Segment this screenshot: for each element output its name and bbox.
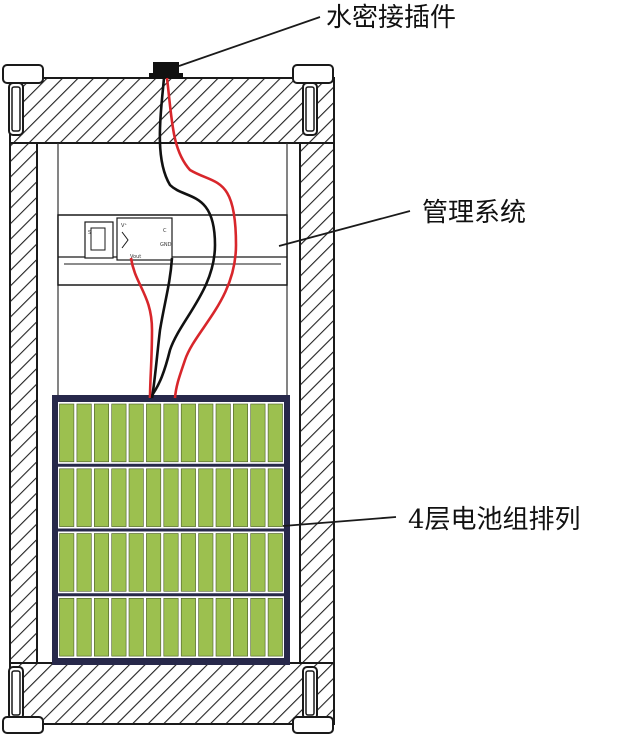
battery-cell	[76, 403, 92, 463]
leader-lines	[178, 16, 411, 527]
bolt-top-left	[2, 64, 44, 136]
battery-cell	[198, 403, 214, 463]
battery-cell	[146, 468, 162, 527]
wire-red-bms	[129, 257, 154, 399]
watertight-connector	[149, 62, 183, 79]
battery-cell	[215, 468, 231, 527]
battery-cell	[215, 403, 231, 463]
battery-cell	[198, 468, 214, 527]
wire-red-main	[165, 77, 238, 399]
wire-black-main	[148, 77, 217, 399]
battery-cell	[233, 597, 249, 657]
wire-black-bms	[150, 257, 174, 399]
battery-cell	[128, 403, 144, 463]
bms-pin-c: C	[163, 228, 167, 234]
wiring	[129, 77, 238, 399]
battery-cell	[267, 533, 283, 592]
bms-pin-vplus: V⁺	[121, 223, 127, 229]
battery-cell	[146, 597, 162, 657]
battery-cell	[267, 597, 283, 657]
battery-cell	[233, 468, 249, 527]
battery-cell	[76, 597, 92, 657]
battery-cell	[250, 597, 266, 657]
battery-cell	[250, 533, 266, 592]
battery-cell	[76, 533, 92, 592]
battery-cell	[94, 533, 110, 592]
bms-board: S V⁺ GND Vout C	[57, 214, 288, 286]
battery-cell	[215, 533, 231, 592]
battery-cell	[198, 533, 214, 592]
battery-cell	[180, 468, 196, 527]
bms-pin-s: S	[88, 230, 91, 236]
battery-cell	[128, 533, 144, 592]
battery-cell	[180, 597, 196, 657]
battery-cell	[163, 403, 179, 463]
battery-cell	[76, 468, 92, 527]
battery-cell	[128, 468, 144, 527]
battery-cell	[163, 597, 179, 657]
bms-pin-vout: Vout	[130, 254, 141, 260]
battery-cell	[94, 403, 110, 463]
battery-cell	[215, 597, 231, 657]
battery-cell	[233, 403, 249, 463]
bolt-bottom-right	[292, 666, 334, 734]
battery-cell	[163, 468, 179, 527]
bolt-top-right	[292, 64, 334, 136]
battery-cell	[59, 533, 75, 592]
label-bms: 管理系统	[422, 198, 526, 228]
battery-cell	[233, 533, 249, 592]
battery-cell	[59, 403, 75, 463]
battery-cell	[59, 468, 75, 527]
battery-cell	[146, 533, 162, 592]
bms-pin-gnd: GND	[160, 242, 172, 248]
battery-cell	[163, 533, 179, 592]
battery-cell	[111, 468, 127, 527]
battery-cell	[59, 597, 75, 657]
battery-pack	[52, 395, 290, 665]
battery-cell	[111, 597, 127, 657]
battery-cell	[128, 597, 144, 657]
battery-cell	[180, 403, 196, 463]
label-connector: 水密接插件	[326, 3, 456, 33]
battery-cell	[198, 597, 214, 657]
battery-cell	[250, 403, 266, 463]
label-battery: 4层电池组排列	[408, 505, 581, 535]
battery-cell	[111, 533, 127, 592]
battery-cell	[94, 468, 110, 527]
battery-cell	[267, 468, 283, 527]
battery-cell	[94, 597, 110, 657]
battery-cell	[146, 403, 162, 463]
battery-cell	[267, 403, 283, 463]
battery-cell	[180, 533, 196, 592]
battery-cell	[250, 468, 266, 527]
bolt-bottom-left	[2, 666, 44, 734]
battery-cell	[111, 403, 127, 463]
